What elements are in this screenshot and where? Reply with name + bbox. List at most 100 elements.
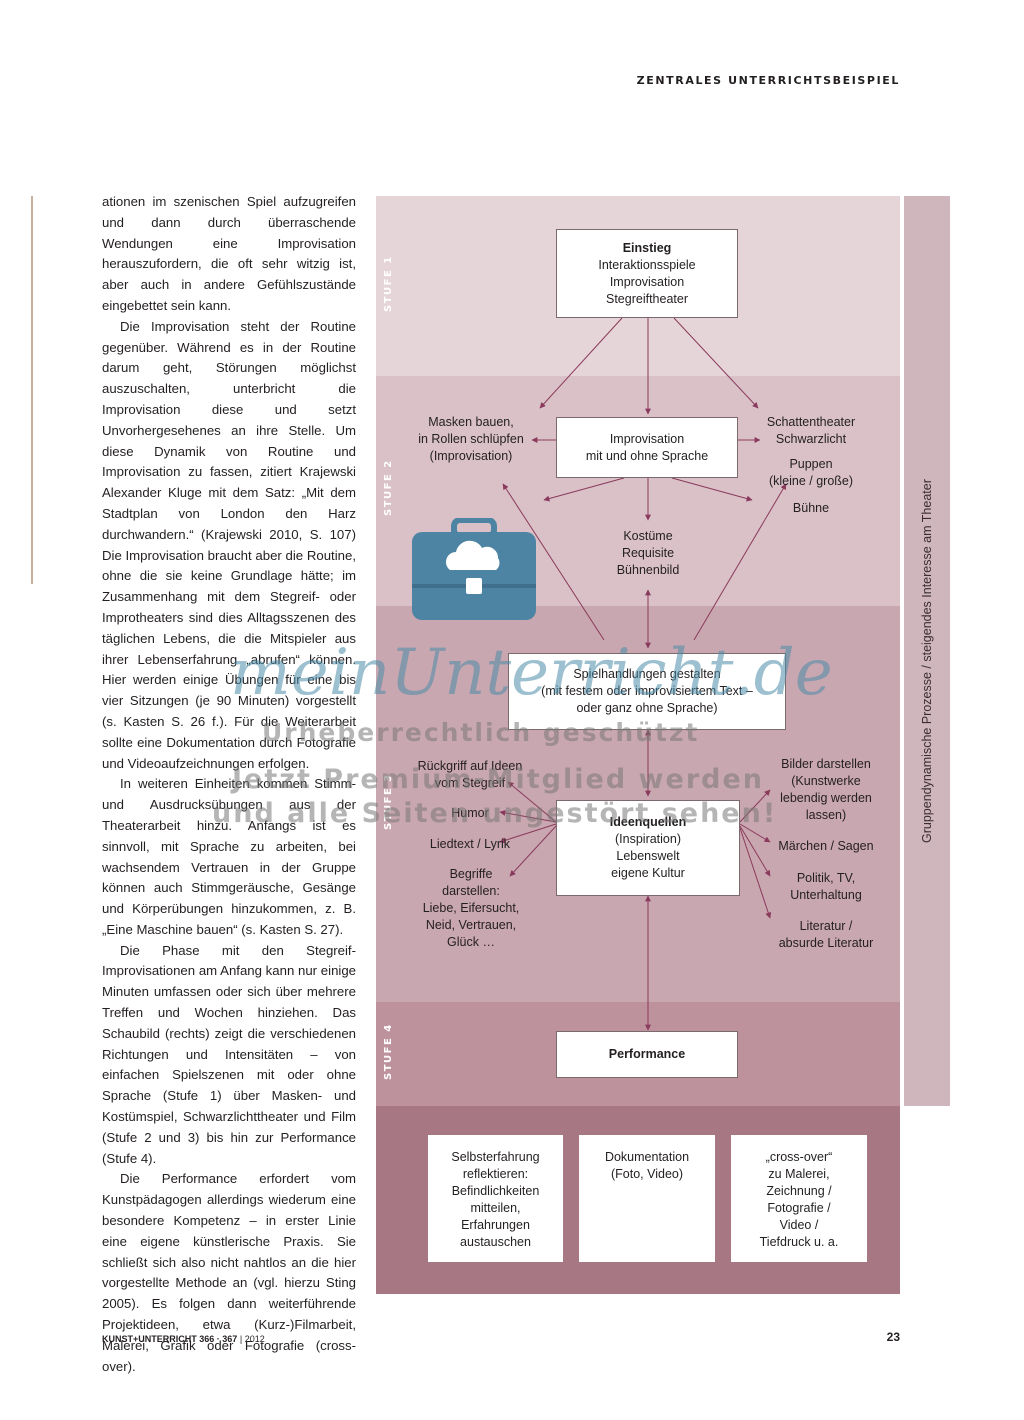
improvisation-line: Improvisation <box>609 431 685 446</box>
kostueme-line: Requisite <box>621 546 675 560</box>
side-bar <box>904 196 950 1106</box>
cross-over-line: Zeichnung / <box>766 1184 832 1198</box>
arrow <box>739 825 771 877</box>
paragraph: Die Performance erfordert vom Kunstpädag… <box>102 1171 356 1374</box>
begriffe-line: Liebe, Eifersucht, <box>422 901 520 915</box>
arrow <box>673 317 759 409</box>
improvisation-line: mit und ohne Sprache <box>585 448 709 463</box>
puppen-line: (kleine / große) <box>768 474 854 488</box>
ideenquellen-box: Ideenquellen (Inspiration) Lebenswelt ei… <box>556 800 740 896</box>
einstieg-line: Stegreiftheater <box>606 291 688 306</box>
masken-line: in Rollen schlüpfen <box>418 432 524 446</box>
liedtext-label: Liedtext / Lyrik <box>429 837 511 851</box>
arrow <box>502 483 605 641</box>
arrow <box>507 781 557 823</box>
cross-over-line: Tiefdruck u. a. <box>759 1235 839 1249</box>
footer-year: 2012 <box>244 1334 265 1344</box>
rueckgriff-line: Rückgriff auf Ideen <box>417 759 523 773</box>
selbsterfahrung-line: austauschen <box>460 1235 531 1249</box>
arrow <box>509 825 557 877</box>
briefcase-icon <box>412 518 536 620</box>
masken-line: Masken bauen, <box>428 415 514 429</box>
begriffe-line: darstellen: <box>442 884 500 898</box>
begriffe-line: Neid, Vertrauen, <box>425 918 517 932</box>
page-number: 23 <box>886 1330 900 1344</box>
puppen-label: Puppen (kleine / große) <box>752 456 870 490</box>
einstieg-title: Einstieg <box>622 240 672 255</box>
arrow <box>499 809 557 823</box>
dokumentation-line: Dokumentation <box>604 1150 690 1164</box>
arrow <box>499 823 557 844</box>
paragraph: Die Improvisation steht der Routine gege… <box>102 318 356 771</box>
footer-separator: | <box>239 1334 243 1344</box>
selbsterfahrung-line: Befindlichkeiten <box>451 1184 540 1198</box>
left-margin-rule <box>31 196 33 584</box>
einstieg-line: Improvisation <box>609 274 685 289</box>
kostueme-line: Bühnenbild <box>616 563 680 577</box>
ideenquellen-line: (Inspiration) <box>615 832 681 846</box>
puppen-line: Puppen <box>789 457 833 471</box>
masken-label: Masken bauen, in Rollen schlüpfen (Impro… <box>408 414 534 465</box>
einstieg-line: Interaktionsspiele <box>598 257 696 272</box>
buehne-label: Bühne <box>792 501 830 515</box>
spielhandlungen-line: Spielhandlungen gestalten <box>573 667 721 681</box>
dokumentation-line: (Foto, Video) <box>610 1167 684 1181</box>
improvisation-box: Improvisation mit und ohne Sprache <box>556 417 738 478</box>
kostueme-line: Kostüme <box>623 529 673 543</box>
schatten-label: Schattentheater Schwarzlicht <box>752 414 870 448</box>
paragraph: ationen im szenischen Spiel aufzugreifen… <box>102 194 356 313</box>
cross-over-line: „cross-over“ <box>765 1150 833 1164</box>
begriffe-line: Begriffe <box>449 867 493 881</box>
arrow <box>739 789 771 823</box>
cross-over-box: „cross-over“ zu Malerei, Zeichnung / Fot… <box>731 1135 867 1262</box>
bilder-line: lebendig werden <box>780 791 872 805</box>
cross-over-line: Fotografie / <box>767 1201 831 1215</box>
selbsterfahrung-box: Selbsterfahrung reflektieren: Befindlich… <box>428 1135 563 1262</box>
ideenquellen-line: Lebenswelt <box>616 849 680 863</box>
running-header: ZENTRALES UNTERRICHTSBEISPIEL <box>636 74 900 87</box>
spielhandlungen-line: oder ganz ohne Sprache) <box>576 701 718 715</box>
kostueme-label: Kostüme Requisite Bühnenbild <box>588 528 708 579</box>
footer-issue: 366 · 367 <box>199 1334 238 1344</box>
performance-box: Performance <box>556 1031 738 1078</box>
arrow <box>739 827 772 919</box>
literatur-label: Literatur / absurde Literatur <box>766 918 886 952</box>
schatten-line: Schwarzlicht <box>775 432 847 446</box>
bilder-line: (Kunstwerke <box>791 774 861 788</box>
rueckgriff-line: vom Stegreif <box>434 776 506 790</box>
arrow <box>739 823 771 843</box>
body-text-column: ationen im szenischen Spiel aufzugreifen… <box>102 192 356 1377</box>
paragraph: Die Phase mit den Stegreif-Improvisation… <box>102 942 356 1166</box>
arrow <box>539 317 623 409</box>
literatur-line: Literatur / <box>799 919 853 933</box>
bilder-line: lassen) <box>805 808 847 822</box>
ideenquellen-title: Ideenquellen <box>609 815 687 829</box>
paragraph: In weiteren Einheiten kommen Stimm- und … <box>102 776 356 937</box>
spielhandlungen-box: Spielhandlungen gestalten (mit festem od… <box>508 653 786 730</box>
footer-citation: KUNST+UNTERRICHT 366 · 367 | 2012 <box>102 1334 265 1344</box>
ideenquellen-line: eigene Kultur <box>611 866 685 880</box>
spielhandlungen-line: (mit festem oder improvisiertem Text – <box>541 684 753 698</box>
einstieg-box: Einstieg Interaktionsspiele Improvisatio… <box>556 229 738 318</box>
arrow <box>693 483 787 641</box>
bilder-line: Bilder darstellen <box>781 757 871 771</box>
maerchen-label: Märchen / Sagen <box>778 839 874 853</box>
selbsterfahrung-line: Selbsterfahrung <box>451 1150 540 1164</box>
schatten-line: Schattentheater <box>766 415 856 429</box>
selbsterfahrung-line: Erfahrungen <box>461 1218 530 1232</box>
literatur-line: absurde Literatur <box>778 936 874 950</box>
dokumentation-box: Dokumentation (Foto, Video) <box>579 1135 715 1262</box>
bilder-label: Bilder darstellen (Kunstwerke lebendig w… <box>766 756 886 824</box>
masken-line: (Improvisation) <box>429 449 513 463</box>
arrow <box>543 477 625 502</box>
footer-brand: KUNST+UNTERRICHT <box>102 1334 197 1344</box>
begriffe-label: Begriffe darstellen: Liebe, Eifersucht, … <box>404 866 538 951</box>
humor-label: Humor <box>451 806 489 820</box>
rueckgriff-label: Rückgriff auf Ideen vom Stegreif <box>400 758 540 792</box>
cross-over-line: zu Malerei, <box>768 1167 830 1181</box>
politik-label: Politik, TV, Unterhaltung <box>766 870 886 904</box>
selbsterfahrung-line: reflektieren: <box>462 1167 529 1181</box>
selbsterfahrung-line: mitteilen, <box>470 1201 521 1215</box>
arrow <box>671 477 753 502</box>
